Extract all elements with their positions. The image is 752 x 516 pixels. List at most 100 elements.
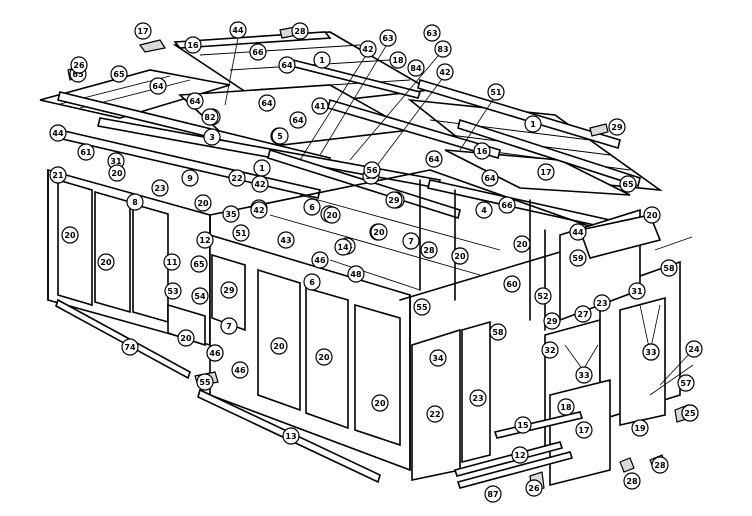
callout-circle	[149, 77, 167, 95]
part-callout: 20	[61, 226, 79, 244]
part-number-label: 16	[187, 41, 199, 50]
part-callout: 64	[425, 150, 443, 168]
part-callout: 22	[426, 405, 444, 423]
part-callout: 64	[258, 94, 276, 112]
part-number-label: 83	[437, 45, 448, 54]
part-number-label: 42	[362, 45, 373, 54]
part-number-label: 26	[528, 484, 540, 493]
part-callout: 15	[514, 416, 532, 434]
callout-circle	[557, 398, 575, 416]
callout-circle	[249, 43, 267, 61]
callout-circle	[206, 344, 224, 362]
part-number-label: 6	[309, 203, 315, 212]
callout-circle	[651, 456, 669, 474]
callout-circle	[271, 127, 289, 145]
callout-circle	[469, 389, 487, 407]
callout-circle	[425, 150, 443, 168]
part-number-label: 44	[572, 228, 584, 237]
callout-circle	[379, 29, 397, 47]
callout-circle	[97, 253, 115, 271]
callout-circle	[370, 223, 388, 241]
part-number-label: 22	[429, 410, 440, 419]
part-callout: 66	[249, 43, 267, 61]
part-callout: 14	[334, 238, 352, 256]
part-number-callouts: 1728166664165442665646263184264564838242…	[49, 21, 703, 503]
part-callout: 42	[436, 63, 454, 81]
part-callout: 64	[278, 56, 296, 74]
callout-circle	[484, 485, 502, 503]
part-callout: 44	[569, 223, 587, 241]
part-callout: 23	[593, 294, 611, 312]
part-number-label: 14	[337, 243, 349, 252]
part-number-label: 33	[578, 371, 589, 380]
part-callout: 26	[525, 479, 543, 497]
part-number-label: 28	[294, 27, 306, 36]
part-number-label: 17	[540, 168, 551, 177]
part-callout: 5	[271, 127, 289, 145]
part-callout: 22	[228, 169, 246, 187]
callout-circle	[121, 338, 139, 356]
callout-circle	[623, 472, 641, 490]
callout-circle	[196, 231, 214, 249]
part-number-label: 52	[537, 292, 548, 301]
part-callout: 64	[289, 111, 307, 129]
part-number-label: 65	[622, 180, 634, 189]
part-number-label: 82	[204, 113, 215, 122]
callout-circle	[311, 251, 329, 269]
part-callout: 23	[469, 389, 487, 407]
part-number-label: 31	[110, 157, 122, 166]
part-number-label: 58	[492, 328, 504, 337]
part-number-label: 17	[137, 27, 148, 36]
callout-circle	[220, 281, 238, 299]
callout-circle	[231, 361, 249, 379]
part-callout: 16	[473, 142, 491, 160]
callout-circle	[631, 419, 649, 437]
callout-circle	[389, 51, 407, 69]
callout-circle	[126, 193, 144, 211]
part-callout: 44	[49, 124, 67, 142]
part-callout: 20	[513, 235, 531, 253]
callout-circle	[291, 22, 309, 40]
part-number-label: 64	[281, 61, 293, 70]
part-number-label: 12	[199, 236, 210, 245]
part-number-label: 29	[223, 286, 235, 295]
part-callout: 20	[323, 206, 341, 224]
callout-circle	[503, 275, 521, 293]
part-number-label: 43	[280, 236, 291, 245]
part-callout: 84	[407, 59, 425, 77]
part-number-label: 65	[193, 260, 205, 269]
callout-circle	[315, 348, 333, 366]
callout-circle	[229, 21, 247, 39]
part-callout: 65	[190, 255, 208, 273]
part-number-label: 46	[314, 256, 326, 265]
part-number-label: 41	[314, 102, 326, 111]
part-callout: 6	[303, 273, 321, 291]
callout-circle	[177, 329, 195, 347]
part-callout: 13	[282, 427, 300, 445]
part-callout: 20	[370, 223, 388, 241]
part-callout: 59	[569, 249, 587, 267]
callout-circle	[525, 479, 543, 497]
part-callout: 61	[77, 143, 95, 161]
part-callout: 51	[487, 83, 505, 101]
callout-circle	[642, 343, 660, 361]
callout-circle	[134, 22, 152, 40]
part-callout: 26	[70, 56, 88, 74]
part-number-label: 23	[472, 394, 483, 403]
part-number-label: 74	[124, 343, 136, 352]
part-number-label: 27	[577, 310, 588, 319]
callout-circle	[371, 394, 389, 412]
callout-circle	[575, 421, 593, 439]
part-number-label: 59	[572, 254, 584, 263]
callout-circle	[181, 169, 199, 187]
callout-circle	[608, 118, 626, 136]
part-number-label: 1	[259, 164, 265, 173]
part-callout: 66	[498, 196, 516, 214]
callout-circle	[110, 65, 128, 83]
part-callout: 28	[651, 456, 669, 474]
callout-circle	[628, 282, 646, 300]
part-number-label: 16	[476, 147, 488, 156]
callout-circle	[303, 273, 321, 291]
part-number-label: 23	[596, 299, 607, 308]
callout-circle	[574, 305, 592, 323]
